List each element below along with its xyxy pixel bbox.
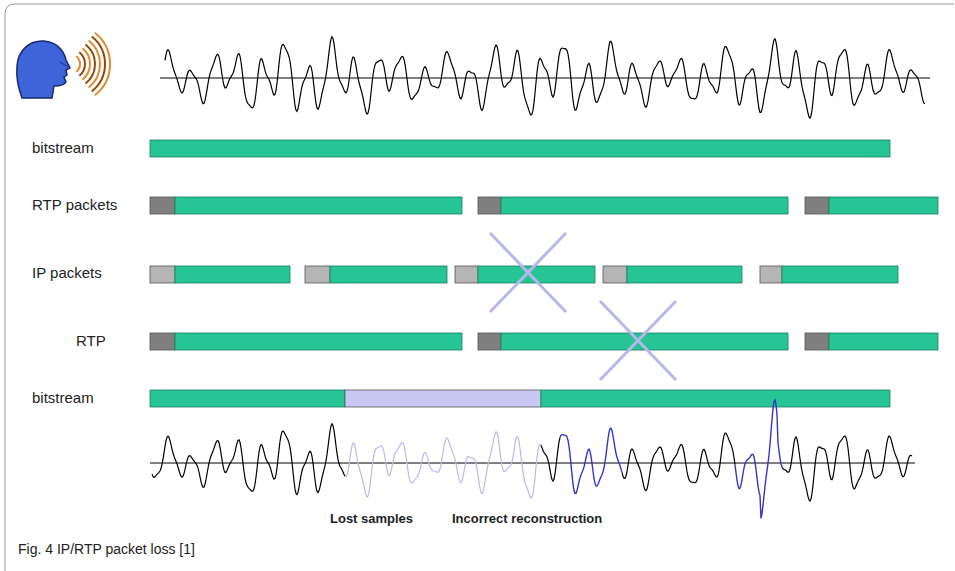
row-label: RTP	[76, 332, 106, 350]
reconstructed-waveform	[150, 400, 915, 518]
speaker-head-icon	[17, 41, 70, 98]
annotation-label: Lost samples	[330, 511, 413, 527]
annotation-label: Incorrect reconstruction	[452, 511, 602, 527]
packet-bars	[150, 140, 938, 407]
row-label: bitstream	[32, 139, 94, 157]
row-label: IP packets	[32, 264, 102, 282]
sound-waves	[76, 33, 110, 96]
frame	[5, 4, 954, 571]
row-label: RTP packets	[32, 196, 117, 214]
row-label: bitstream	[32, 389, 94, 407]
loss-cross	[490, 233, 676, 380]
original-waveform	[160, 37, 930, 118]
figure-caption: Fig. 4 IP/RTP packet loss [1]	[18, 541, 195, 558]
